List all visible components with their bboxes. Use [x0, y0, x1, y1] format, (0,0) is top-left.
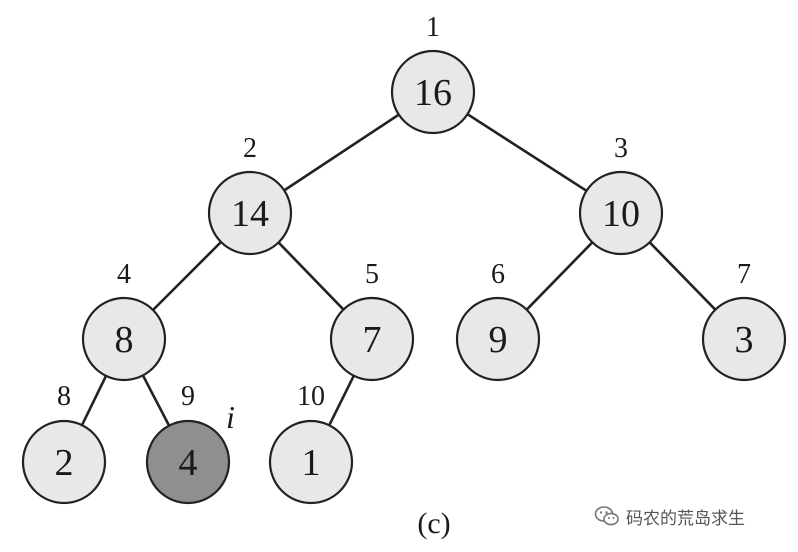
node-index-label: 2 [243, 133, 257, 164]
node-circle [268, 419, 354, 505]
node-value: 14 [231, 193, 269, 235]
watermark: 码农的荒岛求生 [594, 503, 745, 529]
node-value: 3 [735, 319, 754, 361]
node-value: 9 [489, 319, 508, 361]
highlighted-node-circle [145, 419, 231, 505]
edge-5-10 [328, 375, 355, 426]
edge-1-3 [466, 113, 588, 192]
tree-node-5: 75 [329, 259, 415, 382]
node-index-label: 6 [491, 259, 505, 290]
edge-2-4 [152, 241, 222, 311]
edge-3-6 [525, 241, 594, 311]
wechat-icon [594, 506, 619, 526]
node-circle [81, 296, 167, 382]
node-circle [207, 170, 293, 256]
watermark-text: 码农的荒岛求生 [626, 508, 745, 529]
node-circle [701, 296, 787, 382]
node-value: 1 [302, 442, 321, 484]
pointer-label-i: i [226, 399, 235, 435]
tree-node-1: 16 1 [390, 12, 476, 135]
node-index-label: 8 [57, 381, 71, 412]
node-index-label: 10 [297, 381, 325, 412]
tree-node-6: 96 [455, 259, 541, 382]
node-index-label: 7 [737, 259, 751, 290]
tree-node-8: 28 [21, 381, 107, 505]
node-value: 10 [602, 193, 640, 235]
edge-1-2 [283, 113, 400, 192]
tree-node-10: 1 10 [268, 381, 354, 505]
node-index-label: 5 [365, 259, 379, 290]
edge-4-8 [80, 375, 108, 426]
tree-edges [80, 113, 717, 427]
edge-4-9 [141, 374, 171, 427]
edge-2-5 [277, 241, 345, 311]
node-circle [390, 49, 476, 135]
node-circle [578, 170, 664, 256]
node-circle [455, 296, 541, 382]
node-value: 8 [115, 319, 134, 361]
node-circle [329, 296, 415, 382]
node-value: 7 [363, 319, 382, 361]
figure-caption: (c) [417, 507, 450, 540]
node-index-label: 3 [614, 133, 628, 164]
edge-3-7 [648, 241, 717, 311]
node-value: 4 [179, 442, 198, 484]
node-value: 2 [55, 442, 74, 484]
tree-node-4: 84 [81, 259, 167, 382]
node-index-label: 4 [117, 259, 131, 290]
node-index-label: 9 [181, 381, 195, 412]
node-circle [21, 419, 107, 505]
tree-node-7: 37 [701, 259, 787, 382]
tree-node-9: 49 [145, 381, 231, 505]
tree-node-3: 10 3 [578, 133, 664, 256]
node-value: 16 [414, 72, 452, 114]
node-index-label: 1 [426, 12, 440, 43]
tree-node-2: 14 2 [207, 133, 293, 256]
